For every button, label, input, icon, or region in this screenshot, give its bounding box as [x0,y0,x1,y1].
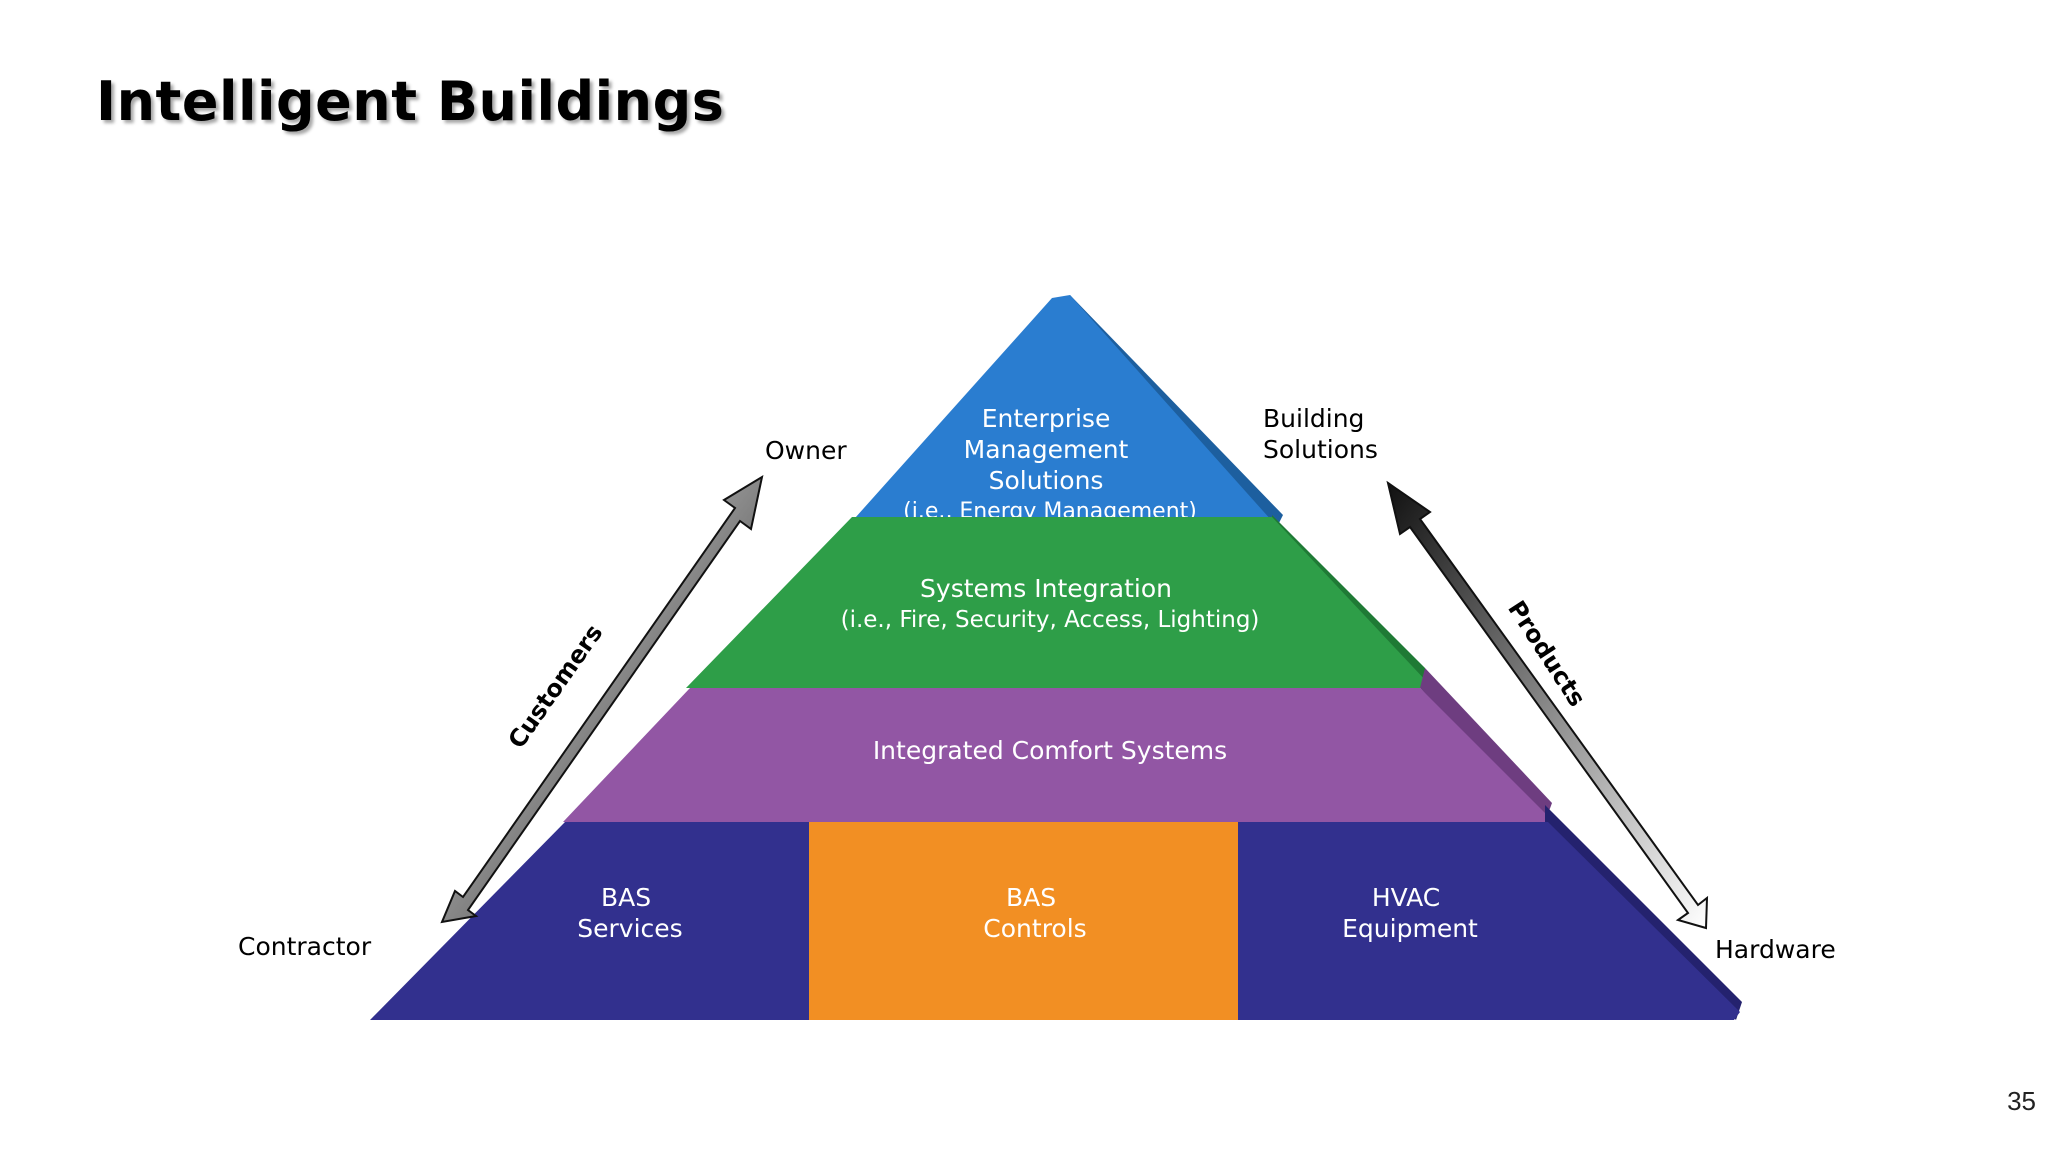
hvac-equipment-line-1: HVAC [1372,883,1440,912]
products-axis: Products Building Solutions Hardware [1263,404,1836,964]
building-solutions-line-1: Building [1263,404,1364,433]
tier-systems-integration: Systems Integration (i.e., Fire, Securit… [686,515,1428,688]
svg-text:Enterprise Management: Enterprise Management Solutions (i.e., E… [903,404,1197,524]
tier-comfort-face [563,688,1550,822]
svg-text:Systems Integration (i.e: Systems Integration (i.e., Fire, Securit… [841,574,1260,633]
tier-comfort-side [1420,668,1552,822]
hvac-equipment-line-2: Equipment [1342,914,1478,943]
building-solutions-line-2: Solutions [1263,435,1378,464]
block-bas-controls [809,822,1238,1020]
block-hvac-equipment [1238,822,1740,1020]
tier-enterprise-face [838,295,1280,537]
products-arrow [1386,480,1709,930]
tier-systems-line-2: (i.e., Fire, Security, Access, Lighting) [841,607,1260,633]
contractor-label: Contractor [238,932,372,961]
tier-enterprise-line-1: Enterprise [982,404,1111,433]
bas-services-line-1: BAS [601,883,651,912]
tier-base: BAS Services BAS Controls HVAC Equipment [370,805,1742,1020]
tier-integrated-comfort: Integrated Comfort Systems [563,668,1552,822]
tier-systems-line-1: Systems Integration [920,574,1172,603]
tier-enterprise-line-2: Management [964,435,1129,464]
svg-text:BAS Services: BAS Services [577,883,682,943]
svg-text:Building Solutions: Building Solutions [1263,404,1378,464]
tier-systems-face [686,517,1428,688]
tier-enterprise-line-3: Solutions [989,466,1104,495]
bas-controls-line-1: BAS [1006,883,1056,912]
svg-text:HVAC Equipment: HVAC Equipment [1342,883,1478,943]
svg-text:BAS Controls: BAS Controls [983,883,1086,943]
page-number: 35 [2007,1086,2036,1116]
customers-arrow [440,474,764,924]
tier-comfort-label: Integrated Comfort Systems [873,736,1227,765]
owner-label: Owner [765,436,847,465]
block-bas-services [370,822,809,1020]
tier-enterprise-management: Enterprise Management Solutions (i.e., E… [838,295,1283,537]
bas-services-line-2: Services [577,914,682,943]
bas-controls-line-2: Controls [983,914,1086,943]
slide-title: Intelligent Buildings [96,70,725,133]
hardware-label: Hardware [1715,935,1836,964]
